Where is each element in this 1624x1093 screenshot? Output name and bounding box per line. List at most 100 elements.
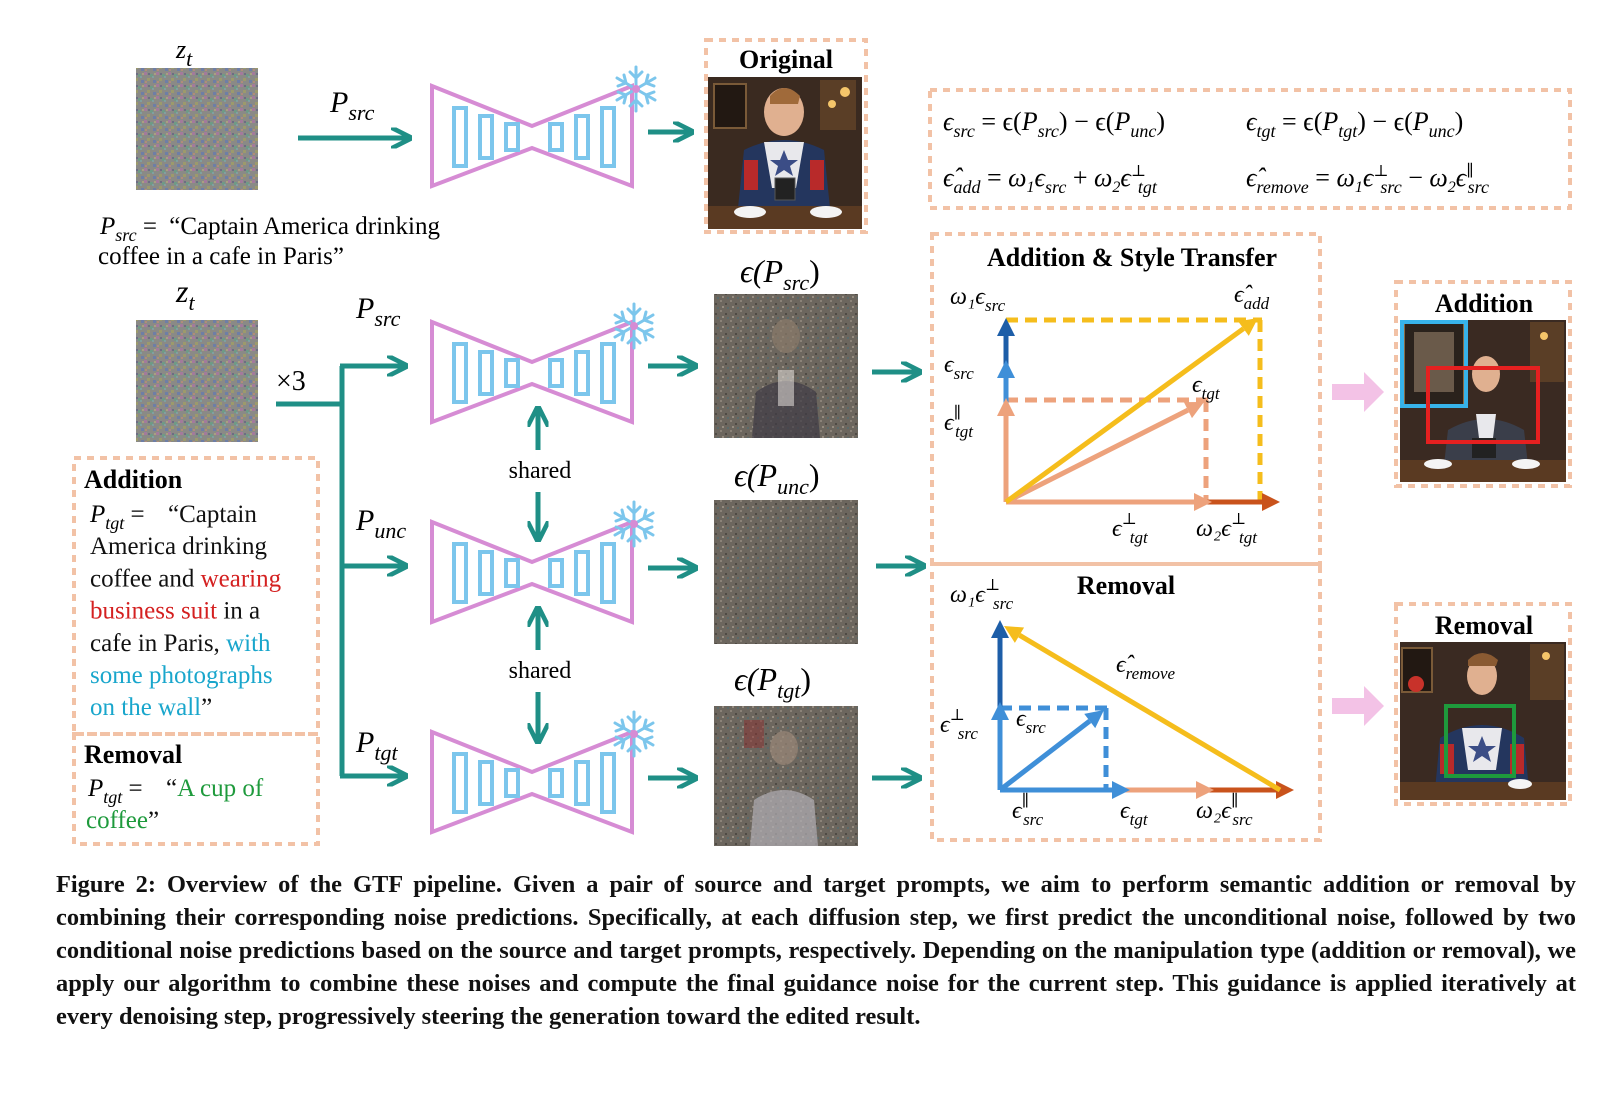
- original-image: [708, 77, 862, 229]
- label-eps-src-add: ϵsrc: [944, 352, 974, 383]
- prompt-line: “Captain: [168, 501, 257, 528]
- label-eps-remove-hat: ϵ̂remove: [1116, 652, 1176, 683]
- times-three-label: ×3: [276, 366, 306, 397]
- frozen-icon-tgt: [613, 710, 655, 758]
- caption-label: Figure 2:: [56, 871, 167, 898]
- branch-prompt-src: Psrc: [355, 292, 401, 331]
- figure-caption: Figure 2: Overview of the GTF pipeline. …: [56, 868, 1576, 1033]
- removal-result-image: [1400, 642, 1566, 800]
- prompt-line: business suit in a: [90, 598, 260, 625]
- shared-label-2: shared: [509, 658, 572, 684]
- branch-connector: [276, 366, 345, 776]
- removal-prompt-text: “A cup of coffee”: [86, 775, 264, 834]
- addition-prompt-title: Addition: [84, 465, 183, 494]
- label-eps-src-rem: ϵsrc: [1016, 706, 1046, 737]
- vector-eps-src-perp-head: [991, 702, 1009, 720]
- prompt-line: on the wall”: [90, 694, 212, 721]
- addition-vectors: [997, 317, 1280, 511]
- formula-eps-add: ϵ̂add = ω1ϵsrc + ω2ϵ⊥tgt: [943, 163, 1158, 197]
- removal-vectors: [991, 620, 1294, 799]
- prompt-line: cafe in Paris, with: [90, 630, 271, 657]
- vector-eps-tgt-perp-head: [1194, 493, 1212, 511]
- noise-latent-branch: [136, 320, 258, 442]
- unet-unc: [430, 520, 634, 624]
- label-eps-tgt-rem: ϵtgt: [1120, 798, 1149, 829]
- branch-prompt-unc: Punc: [355, 504, 406, 543]
- addition-panel-title: Addition & Style Transfer: [987, 243, 1277, 272]
- addition-vector-panel: [930, 232, 1322, 566]
- addition-result-image: [1400, 320, 1566, 482]
- removal-panel-title: Removal: [1077, 571, 1175, 600]
- frozen-icon-unc: [613, 500, 655, 548]
- removal-prompt-box: [72, 732, 320, 846]
- label-eps-tgt-add: ϵtgt: [1192, 372, 1221, 403]
- vector-w2-eps-src-par-head: [1276, 781, 1294, 799]
- noise-label-branch: zt: [175, 273, 195, 315]
- removal-prompt-eq: Ptgt =: [87, 775, 143, 807]
- noise-latent-top: [136, 68, 258, 190]
- vector-eps-tgt: [1004, 407, 1190, 505]
- addition-result-box: [1394, 280, 1572, 488]
- vector-eps-src-rem-head: [1084, 710, 1104, 729]
- noise-pred-label-src: ϵ(Psrc): [740, 253, 820, 295]
- prompt-line: some photographs: [90, 662, 273, 689]
- shared-label-1: shared: [509, 458, 572, 484]
- noise-label-top: zt: [175, 35, 193, 71]
- removal-result-box: [1394, 602, 1572, 806]
- original-title: Original: [739, 45, 833, 74]
- label-w2-eps-src-par: ω₂ϵ∥src: [1196, 792, 1253, 829]
- vector-w2-eps-tgt-perp-head: [1262, 493, 1280, 511]
- noise-pred-image-tgt: [714, 706, 858, 846]
- src-prompt-text: Psrc = “Captain America drinking: [99, 213, 440, 245]
- label-w2-eps-tgt-perp: ω₂ϵ⊥tgt: [1196, 511, 1258, 547]
- noise-pred-image-unc: [714, 500, 858, 644]
- label-eps-tgt-par: ϵ∥tgt: [944, 404, 974, 441]
- removal-result-title: Removal: [1435, 611, 1533, 640]
- noise-pred-image-src: [714, 294, 858, 438]
- prompt-line: coffee and wearing: [90, 565, 282, 592]
- removal-prompt-title: Removal: [84, 740, 182, 769]
- vector-eps-src-head: [997, 360, 1015, 378]
- label-w1-eps-src-perp: ω₁ϵ⊥src: [950, 577, 1014, 613]
- pipeline-diagram: zt Psrc Original Psrc = “Captain America…: [72, 35, 1572, 846]
- addition-prompt-eq: Ptgt =: [89, 501, 145, 533]
- branch-prompt-tgt: Ptgt: [355, 726, 398, 765]
- vector-eps-tgt-head: [1183, 402, 1204, 419]
- top-prompt-label: Psrc: [329, 86, 375, 125]
- vector-eps-tgt-rem-head: [1196, 781, 1214, 799]
- removal-vector-panel: [930, 562, 1322, 842]
- vector-eps-src-rem: [998, 718, 1092, 792]
- result-arrow-removal: [1332, 686, 1384, 726]
- formula-eps-remove: ϵ̂remove = ω1ϵ⊥src − ω2ϵ∥src: [1246, 162, 1489, 197]
- result-arrow-addition: [1332, 372, 1384, 412]
- addition-result-title: Addition: [1435, 289, 1534, 318]
- vector-eps-src-par-head: [1112, 781, 1130, 799]
- caption-text: Overview of the GTF pipeline. Given a pa…: [56, 871, 1576, 1030]
- vector-eps-remove-hat: [1018, 633, 1282, 793]
- formula-eps-src: ϵsrc = ϵ(Psrc) − ϵ(Punc): [943, 107, 1165, 141]
- original-box: [704, 38, 868, 234]
- formula-box: [928, 88, 1572, 210]
- vector-w1-eps-src-perp-head: [991, 620, 1009, 638]
- src-prompt-text-line2: coffee in a cafe in Paris”: [98, 243, 344, 270]
- label-w1-eps-src: ω₁ϵsrc: [950, 284, 1006, 315]
- unet-tgt: [430, 730, 634, 834]
- prompt-line: “A cup of: [166, 775, 264, 802]
- label-eps-src-par: ϵ∥src: [1012, 792, 1044, 829]
- unet-top: [430, 84, 634, 188]
- formula-eps-tgt: ϵtgt = ϵ(Ptgt) − ϵ(Punc): [1246, 107, 1463, 141]
- prompt-line: coffee”: [86, 807, 159, 834]
- label-eps-src-perp: ϵ⊥src: [940, 707, 978, 743]
- addition-prompt-box: [72, 456, 320, 736]
- label-eps-add-hat: ϵ̂add: [1234, 282, 1270, 313]
- vector-w1-eps-src-head: [997, 318, 1015, 336]
- prompt-line: America drinking: [90, 533, 268, 560]
- noise-pred-label-unc: ϵ(Punc): [734, 457, 820, 499]
- label-eps-tgt-perp: ϵ⊥tgt: [1112, 511, 1149, 547]
- noise-pred-label-tgt: ϵ(Ptgt): [734, 661, 811, 703]
- vector-eps-add-hat: [1004, 326, 1245, 505]
- vector-eps-tgt-par-head: [997, 398, 1015, 416]
- vector-eps-add-hat-head: [1238, 318, 1258, 336]
- vector-eps-remove-hat-head: [1004, 626, 1025, 643]
